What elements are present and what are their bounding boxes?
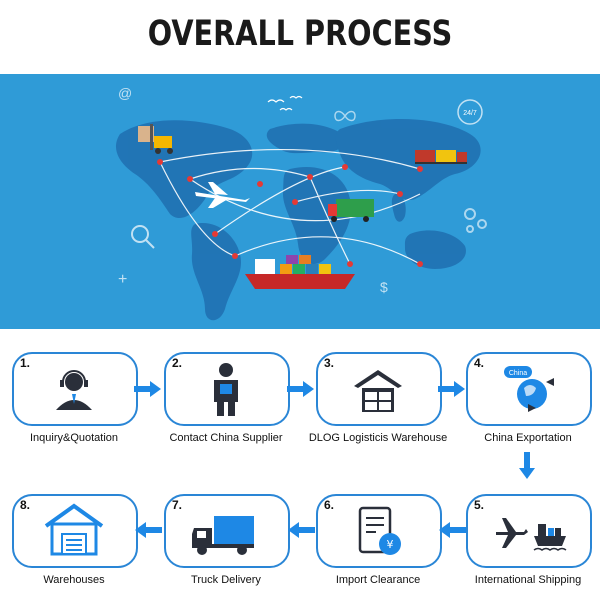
arrow-down-icon bbox=[519, 452, 535, 479]
warehouse-boxes-icon bbox=[354, 370, 402, 412]
at-symbol: @ bbox=[118, 85, 132, 101]
arrow-right-icon bbox=[438, 381, 465, 397]
step-number: 4. bbox=[474, 356, 485, 370]
world-map-illustration: 24/7 @ $ + bbox=[115, 85, 487, 321]
plus-symbol: + bbox=[118, 271, 127, 288]
step-number: 5. bbox=[474, 498, 485, 512]
yen-symbol: ¥ bbox=[387, 538, 394, 551]
customs-document-icon: ¥ bbox=[358, 506, 401, 555]
truck-icon bbox=[328, 199, 374, 222]
airplane-icon bbox=[195, 182, 250, 208]
step-number: 2. bbox=[172, 356, 183, 370]
china-badge: China bbox=[509, 370, 527, 377]
plane-ship-icon bbox=[496, 518, 567, 551]
badge-24-7: 24/7 bbox=[463, 110, 477, 117]
step-label: DLOG Logisticis Warehouse bbox=[308, 432, 448, 444]
birds-icon bbox=[267, 95, 303, 111]
arrow-right-icon bbox=[287, 381, 314, 397]
arrow-right-icon bbox=[134, 381, 161, 397]
step-label: Warehouses bbox=[43, 574, 105, 586]
page-title: OVERALL PROCESS bbox=[147, 14, 453, 54]
truck-icon bbox=[192, 516, 254, 555]
location-pin-icon bbox=[157, 159, 423, 267]
step-number: 6. bbox=[324, 498, 335, 512]
arrow-left-icon bbox=[135, 522, 162, 538]
step-label: Import Clearance bbox=[335, 574, 421, 586]
step-number: 8. bbox=[20, 498, 31, 512]
train-icon bbox=[415, 150, 467, 164]
step-number: 3. bbox=[324, 356, 335, 370]
customer-service-icon bbox=[56, 370, 92, 410]
step-number: 1. bbox=[20, 356, 31, 370]
export-globe-icon: China bbox=[504, 366, 554, 412]
step-box bbox=[316, 494, 442, 568]
step-label: International Shipping bbox=[474, 574, 582, 586]
step-box bbox=[466, 494, 592, 568]
step-label: Inquiry&Quotation bbox=[29, 432, 119, 444]
forklift-icon bbox=[138, 124, 173, 154]
gears-icon bbox=[464, 208, 487, 233]
dollar-symbol: $ bbox=[380, 279, 388, 295]
magnifier-icon bbox=[131, 225, 155, 249]
clock-24-7-icon bbox=[457, 99, 483, 125]
supplier-icon bbox=[214, 363, 238, 416]
step-label: Contact China Supplier bbox=[169, 432, 283, 444]
world-logistics-banner: 24/7 @ $ + bbox=[0, 74, 600, 329]
warehouse-icon bbox=[44, 503, 104, 556]
cargo-ship-icon bbox=[245, 255, 355, 289]
infinity-icon bbox=[334, 110, 356, 122]
step-label: Truck Delivery bbox=[191, 574, 261, 586]
step-number: 7. bbox=[172, 498, 183, 512]
step-label: China Exportation bbox=[484, 432, 572, 444]
arrow-left-icon bbox=[288, 522, 315, 538]
arrow-left-icon bbox=[439, 522, 466, 538]
